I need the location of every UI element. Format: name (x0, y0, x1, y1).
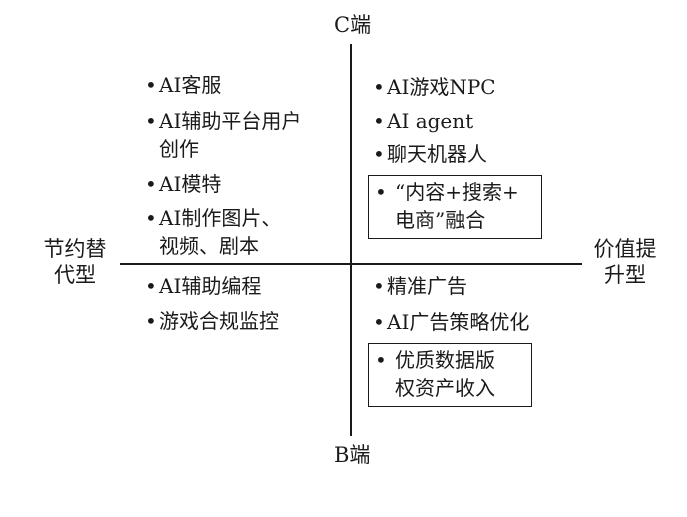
bullet-icon: • (145, 109, 157, 133)
item-text-continued: 电商”融合 (395, 208, 486, 232)
bullet-icon: • (145, 206, 157, 230)
quadrant-br-item: •精准广告 (373, 272, 467, 300)
bullet-icon: • (145, 172, 157, 196)
bullet-icon: • (373, 142, 385, 166)
vertical-axis (350, 44, 352, 436)
axis-label-left: 节约替 代型 (38, 236, 112, 288)
bullet-icon: • (373, 109, 385, 133)
highlighted-box-data-copyright: • 优质数据版 权资产收入 (368, 343, 532, 407)
item-text: AI辅助编程 (159, 274, 262, 298)
axis-label-left-line1: 节约替 (43, 237, 107, 261)
quadrant-tl-item: •AI客服 (145, 71, 221, 99)
item-text: AI客服 (159, 73, 222, 97)
quadrant-tr-item: •AI游戏NPC (373, 73, 496, 101)
quadrant-tl-item: •AI制作图片、 视频、剧本 (145, 204, 281, 260)
axis-label-bottom: B端 (334, 443, 371, 467)
bullet-icon: • (373, 310, 385, 334)
item-text-continued: 权资产收入 (395, 376, 495, 400)
quadrant-tr-item: •聊天机器人 (373, 140, 487, 168)
bullet-icon: • (373, 274, 385, 298)
item-text: AI辅助平台用户 (159, 109, 302, 133)
item-text: 游戏合规监控 (159, 309, 279, 333)
quadrant-bl-item: •AI辅助编程 (145, 272, 261, 300)
bullet-icon: • (375, 180, 387, 204)
bullet-icon: • (373, 75, 385, 99)
axis-label-top: C端 (334, 13, 372, 37)
axis-label-right: 价值提 升型 (588, 236, 662, 288)
highlighted-box-content-search-ecommerce: • “内容+搜索+ 电商”融合 (368, 175, 542, 239)
item-text-continued: 视频、剧本 (159, 234, 259, 258)
item-text: AI模特 (159, 172, 222, 196)
item-text: 聊天机器人 (387, 142, 487, 166)
bullet-icon: • (145, 309, 157, 333)
quadrant-tl-item: •AI辅助平台用户 创作 (145, 107, 301, 163)
axis-label-left-line2: 代型 (54, 263, 96, 287)
item-text: AI游戏NPC (387, 75, 496, 99)
bullet-icon: • (375, 348, 387, 372)
item-text: AI广告策略优化 (387, 310, 530, 334)
quadrant-bl-item: •游戏合规监控 (145, 307, 279, 335)
bullet-icon: • (145, 73, 157, 97)
item-text: 优质数据版 (395, 348, 495, 372)
bullet-icon: • (145, 274, 157, 298)
item-text: AI agent (387, 109, 474, 133)
quadrant-tr-item: •AI agent (373, 107, 473, 135)
item-text: “内容+搜索+ (395, 180, 519, 204)
item-text-continued: 创作 (159, 137, 199, 161)
axis-label-right-line1: 价值提 (593, 237, 657, 261)
quadrant-br-item: •AI广告策略优化 (373, 308, 529, 336)
axis-label-right-line2: 升型 (604, 263, 646, 287)
quadrant-tl-item: •AI模特 (145, 170, 221, 198)
item-text: 精准广告 (387, 274, 467, 298)
item-text: AI制作图片、 (159, 206, 282, 230)
